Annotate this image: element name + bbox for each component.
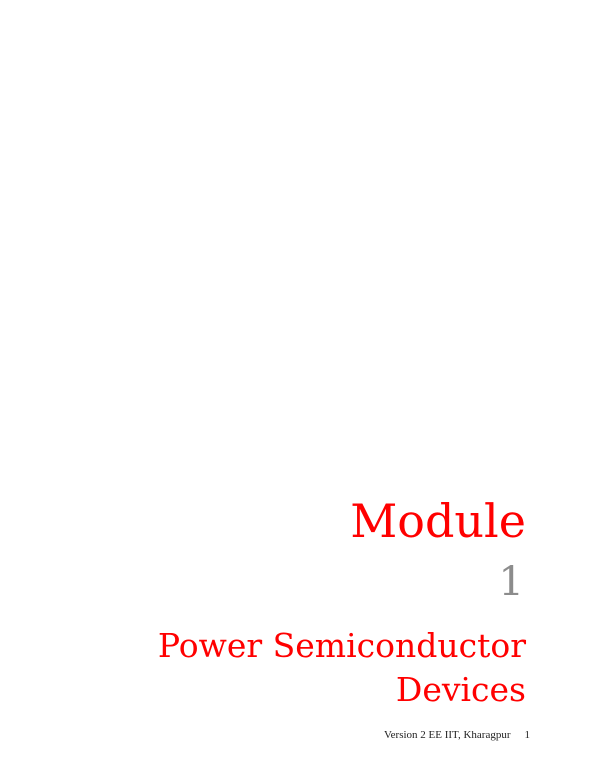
module-title: Power Semiconductor Devices <box>158 624 526 712</box>
module-title-line-2: Devices <box>395 670 526 709</box>
module-number: 1 <box>498 559 524 605</box>
footer-text: Version 2 EE IIT, Kharagpur <box>383 729 511 741</box>
module-label: Module <box>350 494 526 548</box>
page-footer: Version 2 EE IIT, Kharagpur 1 <box>384 729 530 741</box>
page-number: 1 <box>524 729 531 741</box>
module-title-line-1: Power Semiconductor <box>157 626 526 665</box>
